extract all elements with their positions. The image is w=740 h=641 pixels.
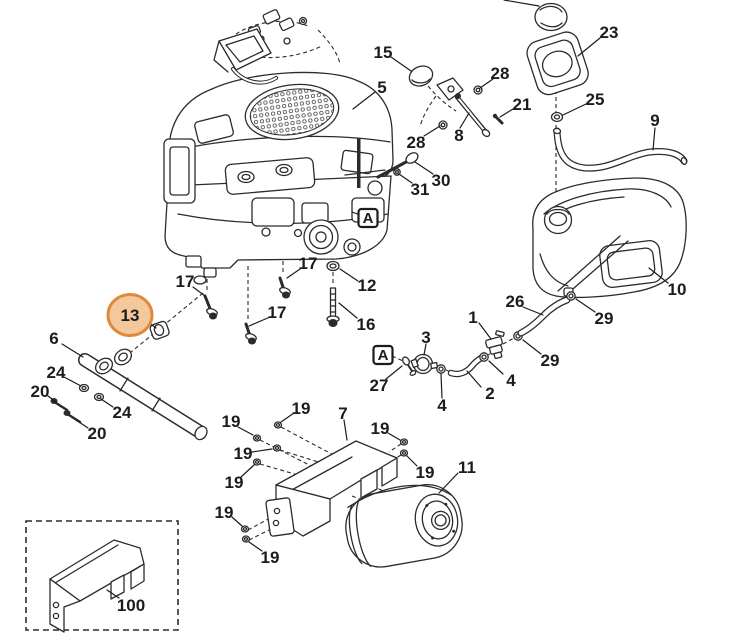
part-label-27[interactable]: 27 [370,376,389,395]
part-label-28[interactable]: 28 [407,133,426,152]
detail-marker-A-engine: A [357,207,379,229]
part-label-25[interactable]: 25 [586,90,605,109]
leader-lines [47,37,669,599]
part-label-11[interactable]: 11 [458,458,476,477]
detail-marker-A-fuel-line: A [372,344,394,366]
part-label-29[interactable]: 29 [595,309,614,328]
vent-hose-drawing [552,127,688,172]
part-label-10[interactable]: 10 [668,280,687,299]
part-label-17[interactable]: 17 [268,303,287,322]
nut-28-drawing [438,85,483,130]
muffler-drawing [345,484,463,568]
part-label-19[interactable]: 19 [215,503,234,522]
nuts-19-drawing [240,421,409,543]
part-label-23[interactable]: 23 [600,23,619,42]
part-label-24[interactable]: 24 [47,363,66,382]
part-labels-layer: 1552821828303123259101717171216136242024… [31,23,687,615]
part-label-2[interactable]: 2 [485,384,494,403]
fuel-tank-drawing [532,177,687,299]
part-label-20[interactable]: 20 [88,424,107,443]
detail-marker-label: A [378,347,389,364]
inset-box [25,520,179,633]
cap-plate-drawing [526,31,589,96]
tank-cap-drawing [503,0,568,32]
part-label-100[interactable]: 100 [117,596,145,615]
part-label-21[interactable]: 21 [513,95,532,114]
part-label-19[interactable]: 19 [222,412,241,431]
part-label-19[interactable]: 19 [261,548,280,567]
part-label-26[interactable]: 26 [506,292,525,311]
screw-21-drawing [492,113,504,125]
handlebar-pipe-drawing [50,348,208,441]
wiring-harness-drawing [213,9,308,85]
part-label-19[interactable]: 19 [234,444,253,463]
part-label-29[interactable]: 29 [541,351,560,370]
grommet-25-drawing [550,111,564,123]
fuel-line-drawing [402,291,576,378]
part-label-4[interactable]: 4 [437,396,447,415]
engine-bolts-drawing [203,260,340,345]
part-label-19[interactable]: 19 [225,473,244,492]
part-label-19[interactable]: 19 [292,399,311,418]
muffler-cover-drawing [265,440,398,537]
part-label-24[interactable]: 24 [113,403,132,422]
part-label-12[interactable]: 12 [358,276,377,295]
grommet-13-drawing [149,320,170,340]
part-label-13[interactable]: 13 [121,306,140,325]
part-label-7[interactable]: 7 [338,404,347,423]
selected-part-highlight [106,293,154,337]
part-label-5[interactable]: 5 [377,78,386,97]
part-label-20[interactable]: 20 [31,382,50,401]
part-label-9[interactable]: 9 [650,111,659,130]
lever-8-drawing [436,77,491,138]
inset-part-drawing [49,539,145,633]
choke-knob-drawing [408,65,434,87]
part-label-28[interactable]: 28 [491,64,510,83]
part-label-17[interactable]: 17 [176,272,195,291]
part-label-1[interactable]: 1 [468,308,477,327]
part-label-19[interactable]: 19 [416,463,435,482]
part-label-19[interactable]: 19 [371,419,390,438]
part-label-6[interactable]: 6 [49,329,58,348]
part-label-16[interactable]: 16 [357,315,376,334]
part-label-31[interactable]: 31 [411,180,430,199]
part-label-30[interactable]: 30 [432,171,451,190]
part-label-8[interactable]: 8 [454,126,463,145]
part-label-17[interactable]: 17 [299,254,318,273]
part-label-15[interactable]: 15 [374,43,393,62]
part-label-4[interactable]: 4 [506,371,516,390]
part-label-3[interactable]: 3 [421,328,430,347]
engine-drawing [163,71,394,285]
detail-marker-label: A [363,210,374,227]
